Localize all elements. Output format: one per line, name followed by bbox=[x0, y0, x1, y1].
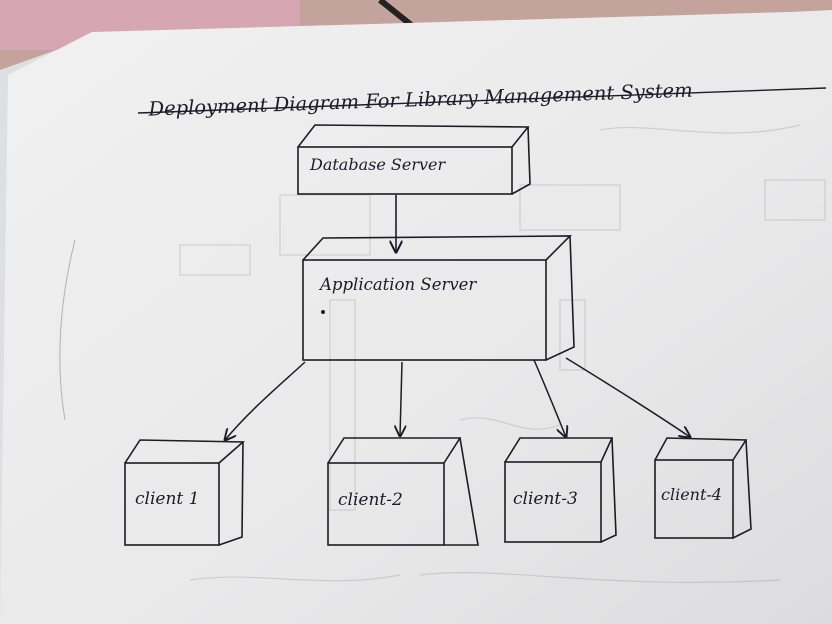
application-server-label: Application Server bbox=[318, 275, 477, 294]
arrow-app-to-client4 bbox=[565, 357, 690, 437]
margin-mark bbox=[59, 239, 76, 421]
ink-dot bbox=[321, 310, 325, 314]
client2-label: client-2 bbox=[338, 490, 403, 510]
paper-sheet bbox=[0, 10, 832, 624]
client3-label: client-3 bbox=[513, 489, 578, 509]
client3-node bbox=[504, 437, 617, 543]
client1-label: client 1 bbox=[135, 489, 199, 509]
database-server-node bbox=[297, 124, 531, 195]
ghost-writing bbox=[179, 124, 826, 583]
client4-label: client-4 bbox=[661, 485, 722, 504]
database-server-label: Database Server bbox=[309, 155, 446, 174]
client4-node bbox=[654, 437, 752, 539]
client2-node bbox=[327, 437, 479, 546]
client1-node bbox=[124, 439, 246, 546]
title-underline bbox=[137, 87, 827, 114]
arrow-app-to-client3 bbox=[533, 359, 566, 437]
arrow-app-to-client2 bbox=[400, 361, 402, 436]
arrow-app-to-client1 bbox=[225, 361, 306, 440]
application-server-node bbox=[302, 235, 575, 361]
